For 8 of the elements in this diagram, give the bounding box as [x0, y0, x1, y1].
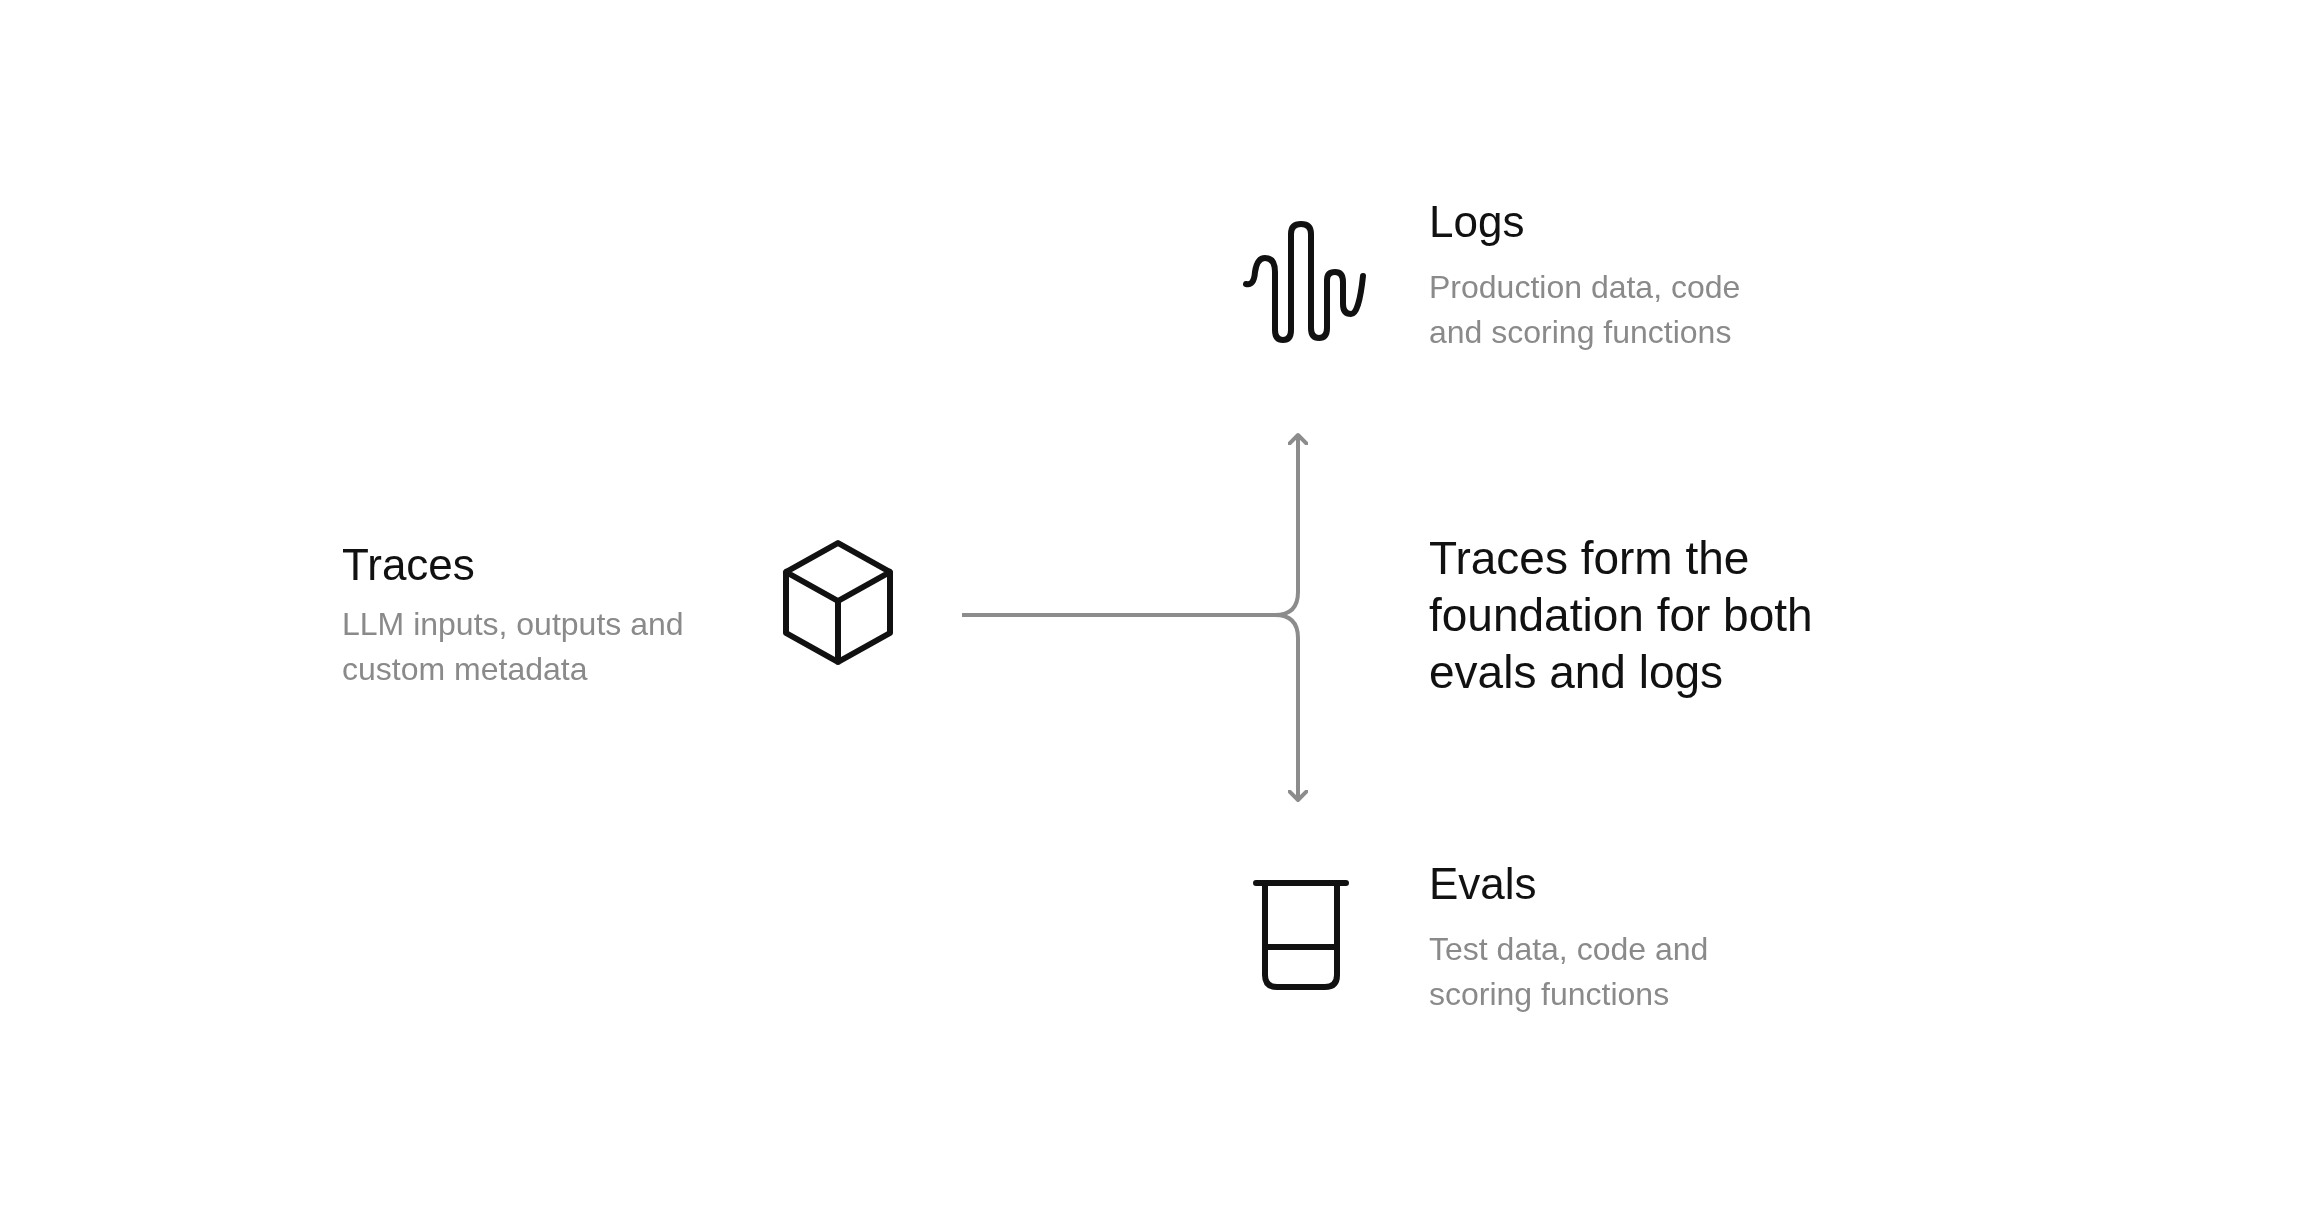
arrow [962, 613, 1309, 802]
node-heading: Logs [1429, 197, 1525, 247]
summary-text: Traces form the foundation for both evals and logs [1429, 531, 1814, 700]
node-heading: Traces [342, 540, 475, 590]
node-description: Test data, code and scoring functions [1429, 930, 1710, 1014]
node-description: Production data, code and scoring functions [1429, 268, 1742, 352]
node-description: LLM inputs, outputs and custom metadata [342, 605, 685, 689]
node-heading: Evals [1429, 859, 1537, 909]
